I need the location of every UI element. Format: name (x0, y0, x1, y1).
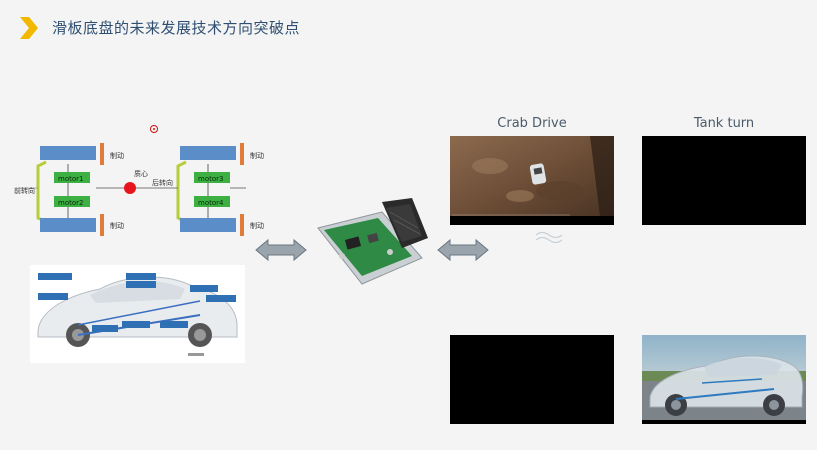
crab-drive-video[interactable] (450, 136, 614, 225)
brake-1 (100, 143, 104, 165)
brake-4 (240, 214, 244, 236)
brake-3 (240, 143, 244, 165)
brake-2 (100, 214, 104, 236)
tank-turn-video[interactable] (642, 136, 806, 225)
motor-1-box (54, 172, 90, 183)
double-arrow-left-icon (255, 238, 307, 262)
cursor-marker (150, 125, 158, 133)
slide-title: 滑板底盘的未来发展技术方向突破点 (52, 19, 301, 37)
brake-label-1: 制动 (110, 151, 124, 160)
motor-3-box (194, 172, 230, 183)
rear-steer-label: 后转向 (152, 178, 173, 187)
brake-label-4: 制动 (250, 221, 264, 230)
car-rendering-video[interactable] (642, 335, 806, 424)
center-of-mass (124, 182, 136, 194)
wheel-rear-left (40, 218, 96, 232)
motor-2-box (54, 196, 90, 207)
wheel-front-left (40, 146, 96, 160)
front-steer-label: 前转向 (14, 186, 35, 195)
car-suspension-figure (30, 265, 245, 363)
wheel-front-right (180, 146, 236, 160)
brake-label-3: 制动 (250, 151, 264, 160)
motor-2-label: motor2 (58, 199, 83, 207)
chevron-right-icon (20, 17, 38, 39)
wave-decoration-icon (535, 231, 563, 244)
tank-turn-label: Tank turn (693, 116, 755, 131)
crab-drive-label: Crab Drive (497, 116, 567, 131)
video-placeholder-bottom-left[interactable] (450, 335, 614, 424)
center-label: 质心 (134, 169, 148, 178)
ecu-controller-image (312, 198, 432, 298)
brake-label-2: 制动 (110, 221, 124, 230)
motor-3-label: motor3 (198, 175, 223, 183)
double-arrow-right-icon (437, 238, 489, 262)
motor-4-box (194, 196, 230, 207)
motor-1-label: motor1 (58, 175, 83, 183)
wheel-rear-right (180, 218, 236, 232)
motor-4-label: motor4 (198, 199, 224, 207)
